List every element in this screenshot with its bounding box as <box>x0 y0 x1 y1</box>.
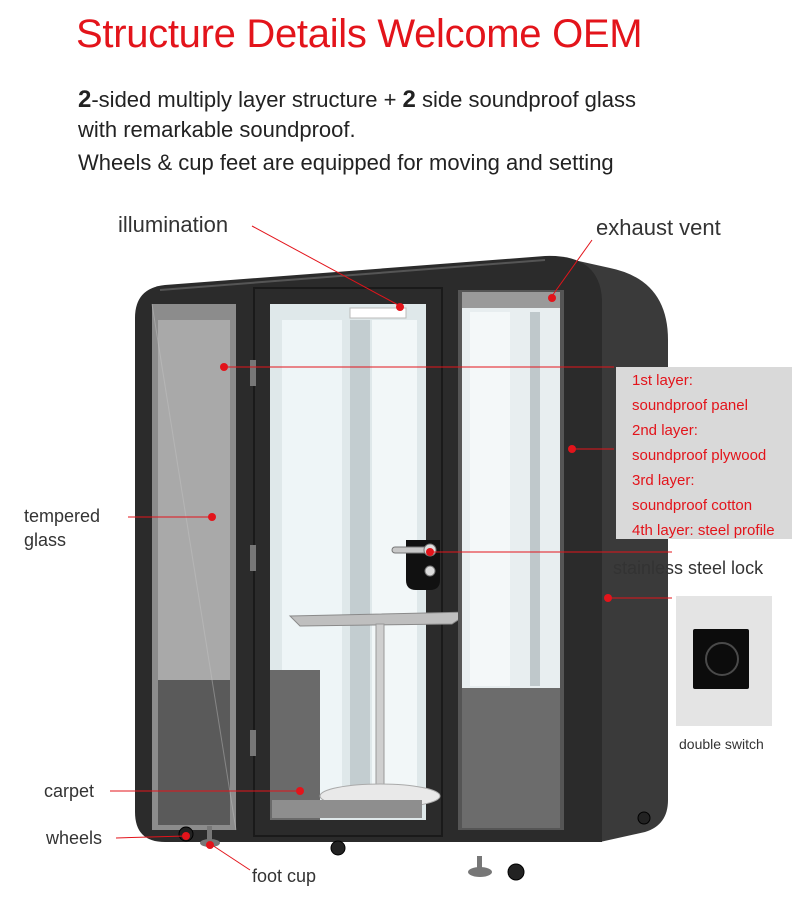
label-double-switch: double switch <box>679 736 764 752</box>
label-tempered-glass-2: glass <box>24 530 67 550</box>
sided-count: 2 <box>78 86 92 113</box>
glass-text: side soundproof glass <box>415 87 637 112</box>
carpet <box>272 800 422 818</box>
double-switch-photo <box>676 596 772 726</box>
layer-line-4: soundproof plywood <box>632 447 767 464</box>
label-tempered-glass-1: tempered <box>24 506 101 526</box>
label-stainless-steel-lock: stainless steel lock <box>613 558 764 578</box>
description-line-2: with remarkable soundproof. <box>78 117 356 142</box>
layer-line-1: 1st layer: <box>632 372 693 389</box>
page-title: Structure Details Welcome OEM <box>76 12 643 56</box>
sided-text: -sided multiply layer structure + <box>91 87 403 112</box>
layer-line-2: soundproof panel <box>632 397 748 414</box>
layer-line-7: 4th layer: steel profile <box>632 522 775 539</box>
layer-panel <box>616 367 792 539</box>
description-line-3: Wheels & cup feet are equipped for movin… <box>78 150 614 175</box>
label-exhaust-vent: exhaust vent <box>596 215 721 240</box>
label-wheels: wheels <box>46 828 103 848</box>
switch-ring-icon <box>705 642 739 676</box>
layer-line-5: 3rd layer: <box>632 472 695 489</box>
glass-count: 2 <box>402 86 416 113</box>
label-carpet: carpet <box>44 781 95 801</box>
layer-line-6: soundproof cotton <box>632 497 753 514</box>
label-illumination: illumination <box>118 212 229 237</box>
label-foot-cup: foot cup <box>252 866 317 886</box>
description-line-1: 2-sided multiply layer structure + 2 sid… <box>78 86 636 114</box>
switch-plate <box>693 629 749 689</box>
ceiling-light <box>349 307 407 319</box>
layer-line-3: 2nd layer: <box>632 422 698 439</box>
desk-top <box>288 611 472 627</box>
desk-pole <box>375 623 385 795</box>
